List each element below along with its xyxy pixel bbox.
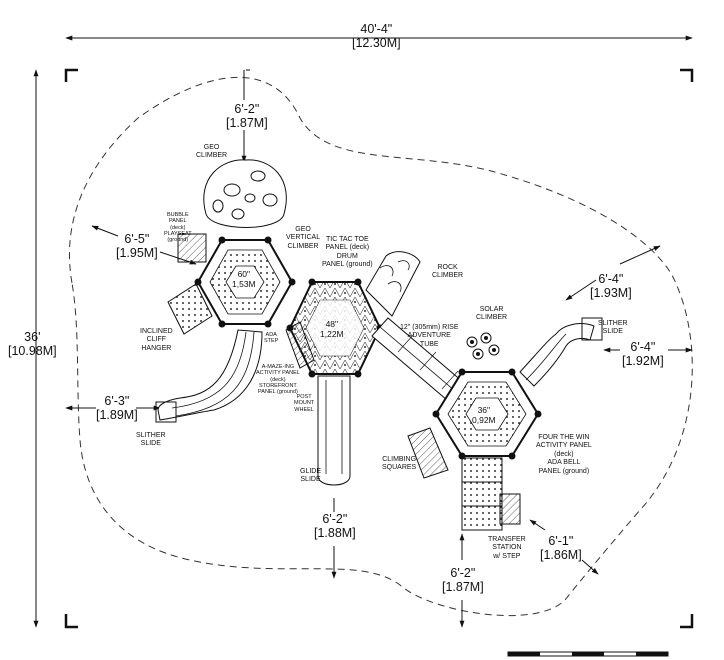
upper-right-clearance-metric: [1.93M] (590, 286, 632, 301)
overall-depth-label: 36'[10.98M] (8, 330, 57, 359)
upper-left-clearance-metric: [1.95M] (116, 246, 158, 261)
overall-depth-metric: [10.98M] (8, 344, 57, 359)
bottom-clearance-metric: [1.87M] (442, 580, 484, 595)
four-the-win-label: FOUR THE WIN ACTIVITY PANEL (deck) ADA B… (536, 434, 592, 475)
bottom-clearance-label: 6'-2"[1.87M] (442, 566, 484, 595)
bottom-center-clearance-metric: [1.88M] (314, 526, 356, 541)
geo-climber-label: GEO CLIMBER (196, 144, 228, 160)
lower-right-clearance-label: 6'-1"[1.86M] (540, 534, 582, 563)
rock-climber-label: ROCK CLIMBER (432, 264, 464, 280)
post-mount-wheel-label: POST MOUNT WHEEL (294, 394, 315, 413)
left-slither-slide-label: SLITHER SLIDE (136, 432, 166, 448)
ada-step-label: ADA STEP (264, 332, 279, 345)
top-clearance-metric: [1.87M] (226, 116, 268, 131)
left-deck-60 (194, 236, 296, 328)
bottom-center-clearance-imperial: 6'-2" (322, 512, 348, 526)
right-deck-36 (432, 368, 542, 460)
ada-step-connector (285, 321, 315, 369)
geo-climber-dome (203, 159, 287, 228)
a-maze-ing-panel-label: A-MAZE-ING ACTIVITY PANEL (deck) STOREFR… (256, 364, 300, 396)
center-deck-height-metric: 1,22M (320, 328, 344, 339)
center-deck-48 (286, 278, 384, 378)
upper-left-clearance-label: 6'-5"[1.95M] (116, 232, 158, 261)
left-clearance-metric: [1.89M] (96, 408, 138, 423)
upper-left-clearance-imperial: 6'-5" (124, 232, 150, 246)
upper-right-clearance-label: 6'-4"[1.93M] (590, 272, 632, 301)
bottom-clearance-imperial: 6'-2" (450, 566, 476, 580)
right-slither-slide-label: SLITHER SLIDE (598, 320, 628, 336)
top-clearance-label: 6'-2"[1.87M] (226, 102, 268, 131)
right-slither-slide (519, 317, 603, 387)
overall-width-label: 40'-4"[12.30M] (352, 22, 401, 51)
right-deck-size-label: 36"0,92M (472, 405, 496, 426)
right-clearance-metric: [1.92M] (622, 354, 664, 369)
upper-right-clearance-imperial: 6'-4" (598, 272, 624, 286)
top-clearance-imperial: 6'-2" (234, 102, 260, 116)
overall-width-imperial: 40'-4" (360, 22, 393, 36)
overall-width-metric: [12.30M] (352, 36, 401, 51)
solar-climber-label: SOLAR CLIMBER (476, 306, 508, 322)
climbing-squares-label: CLIMBING SQUARES (382, 456, 417, 472)
corner-marks (64, 68, 694, 629)
right-clearance-imperial: 6'-4" (630, 340, 656, 354)
bubble-panel-label: BUBBLE PANEL (deck) PLAYSEAT (ground) (164, 212, 192, 244)
left-deck-size-label: 60"1,53M (232, 269, 256, 290)
glide-slide-label: GLIDE SLIDE (300, 468, 322, 484)
left-slither-slide (155, 329, 263, 423)
rock-climber (365, 251, 421, 317)
geo-vertical-climber-label: GEO VERTICAL CLIMBER (286, 226, 321, 250)
lower-right-clearance-imperial: 6'-1" (548, 534, 574, 548)
left-clearance-imperial: 6'-3" (104, 394, 130, 408)
center-deck-size-label: 48"1,22M (320, 319, 344, 340)
glide-slide (317, 375, 351, 486)
overall-depth-imperial: 36' (24, 330, 41, 344)
inclined-cliff-hanger-label: INCLINED CLIFF HANGER (140, 328, 173, 352)
solar-climber (466, 332, 500, 360)
lower-right-clearance-metric: [1.86M] (540, 548, 582, 563)
right-deck-height-metric: 0,92M (472, 414, 496, 425)
left-deck-height-metric: 1,53M (232, 278, 256, 289)
climbing-squares (407, 427, 449, 479)
adventure-tube-label: 12" (305mm) RISE ADVENTURE TUBE (400, 324, 459, 348)
transfer-station (461, 457, 521, 531)
left-clearance-label: 6'-3"[1.89M] (96, 394, 138, 423)
right-deck-height: 36" (477, 405, 491, 415)
bottom-center-clearance-label: 6'-2"[1.88M] (314, 512, 356, 541)
left-deck-height: 60" (237, 269, 251, 279)
center-deck-height: 48" (325, 319, 339, 329)
tic-tac-toe-label: TIC TAC TOE PANEL (deck) DRUM PANEL (gro… (322, 236, 373, 269)
inclined-cliff-hanger (167, 283, 213, 335)
bubble-panel-structure (177, 233, 207, 263)
scale-bar (507, 651, 669, 657)
transfer-station-label: TRANSFER STATION w/ STEP (488, 536, 526, 560)
use-zone-boundary (68, 76, 693, 617)
right-clearance-label: 6'-4"[1.92M] (622, 340, 664, 369)
